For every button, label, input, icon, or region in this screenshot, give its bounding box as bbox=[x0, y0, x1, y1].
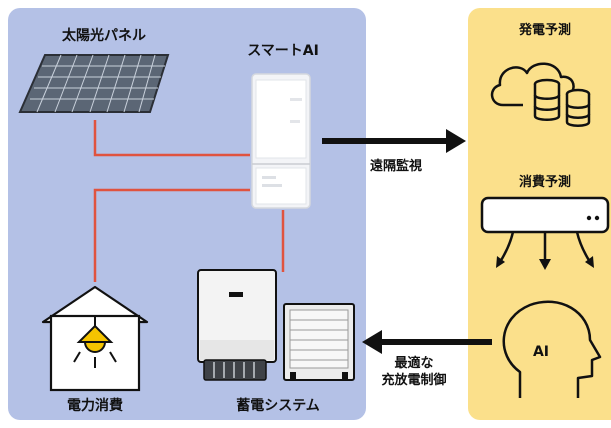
optimal-control-label-line2: 充放電制御 bbox=[381, 373, 447, 388]
battery-storage-icon bbox=[283, 303, 355, 381]
smart-ai-label: スマートAI bbox=[247, 43, 319, 59]
solar-panel-label: 太陽光パネル bbox=[62, 28, 146, 44]
consumption-forecast-label: 消費予測 bbox=[518, 175, 572, 190]
ai-head-icon bbox=[502, 300, 602, 398]
storage-system-label: 蓄電システム bbox=[236, 398, 320, 414]
generation-forecast-label: 発電予測 bbox=[518, 23, 572, 38]
remote-monitoring-arrow bbox=[322, 129, 466, 153]
remote-monitoring-label: 遠隔監視 bbox=[369, 159, 423, 174]
power-consumption-label: 電力消費 bbox=[67, 398, 123, 414]
inverter-icon bbox=[197, 269, 277, 381]
cloud-database-icon bbox=[490, 62, 591, 127]
house-lamp-icon bbox=[41, 285, 149, 392]
optimal-control-label-line1: 最適な bbox=[394, 356, 434, 371]
power-wires bbox=[93, 120, 285, 282]
air-conditioner-icon bbox=[480, 196, 610, 270]
wire-solar-to-ai bbox=[93, 120, 250, 157]
smart-ai-device-icon bbox=[251, 73, 311, 209]
ai-head-label: AI bbox=[532, 344, 550, 360]
wire-ai-to-house bbox=[93, 188, 250, 282]
solar-panel-icon bbox=[18, 54, 170, 113]
optimal-control-arrow bbox=[362, 330, 492, 354]
